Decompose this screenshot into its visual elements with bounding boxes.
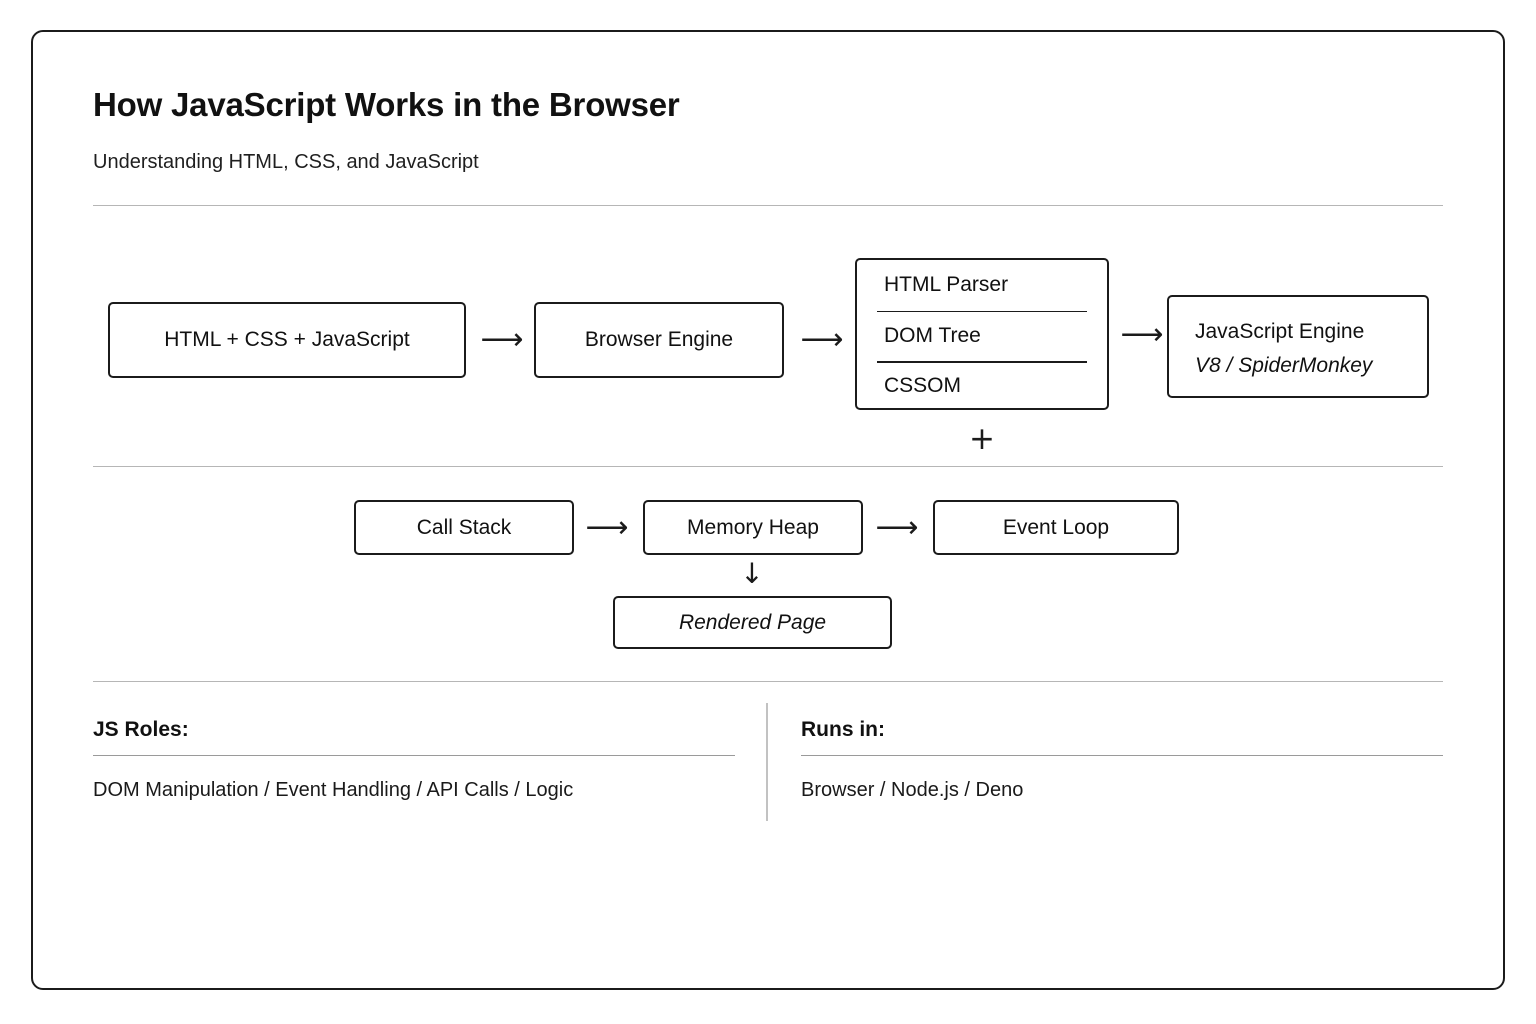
node-parser-stack[interactable]: HTML Parser DOM Tree CSSOM	[855, 258, 1109, 410]
runs-in-underline	[801, 755, 1443, 757]
parser-stack-item-cssom: CSSOM	[857, 361, 1107, 412]
parser-stack-item-html-parser: HTML Parser	[884, 273, 1009, 297]
js-engine-implementations: V8 / SpiderMonkey	[1195, 354, 1373, 378]
divider-top	[93, 205, 1443, 206]
runs-in-heading: Runs in:	[801, 718, 885, 741]
js-roles-body: DOM Manipulation / Event Handling / API …	[93, 779, 574, 801]
arrow-right-icon: ⟶	[875, 510, 919, 545]
arrow-right-icon: ⟶	[800, 322, 844, 357]
divider-bottom	[93, 681, 1443, 682]
node-browser-engine[interactable]: Browser Engine	[534, 302, 784, 378]
divider-middle	[93, 466, 1443, 467]
node-rendered-page[interactable]: Rendered Page	[613, 596, 892, 649]
js-roles-heading: JS Roles:	[93, 718, 189, 741]
parser-stack-item-dom-tree: DOM Tree	[857, 310, 1107, 362]
page-title: How JavaScript Works in the Browser	[93, 86, 680, 123]
arrow-right-icon: ⟶	[480, 322, 524, 357]
js-roles-underline	[93, 755, 735, 757]
page-subtitle: Understanding HTML, CSS, and JavaScript	[93, 151, 479, 173]
node-javascript-engine[interactable]: JavaScript Engine V8 / SpiderMonkey	[1167, 295, 1429, 398]
arrow-right-icon: ⟶	[1120, 317, 1164, 352]
node-source-files[interactable]: HTML + CSS + JavaScript	[108, 302, 466, 378]
column-separator	[766, 703, 768, 821]
node-event-loop[interactable]: Event Loop	[933, 500, 1179, 555]
arrow-down-icon: ↓	[740, 557, 764, 590]
plus-icon: +	[969, 420, 995, 457]
runs-in-body: Browser / Node.js / Deno	[801, 779, 1024, 801]
node-memory-heap[interactable]: Memory Heap	[643, 500, 863, 555]
node-call-stack[interactable]: Call Stack	[354, 500, 574, 555]
js-engine-name: JavaScript Engine	[1195, 320, 1365, 343]
arrow-right-icon: ⟶	[585, 510, 629, 545]
